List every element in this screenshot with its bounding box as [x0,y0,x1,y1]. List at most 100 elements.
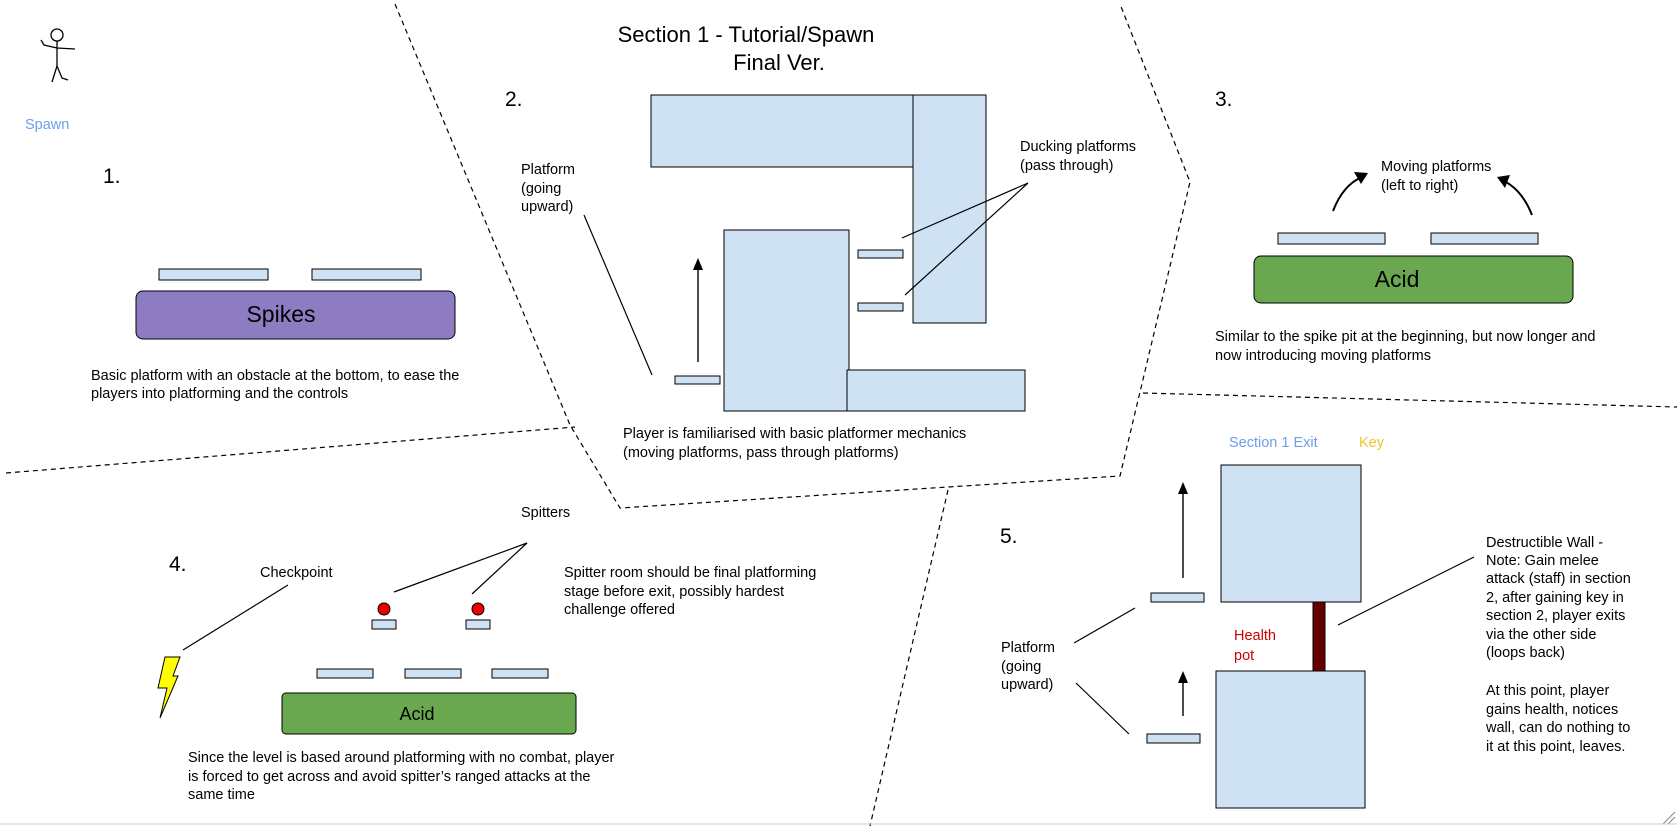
spitter-pointer [393,542,528,593]
acid-pit-section-4 [281,692,577,735]
lower-block [1215,670,1366,809]
wall-note: Destructible Wall - [1486,535,1603,551]
section-3-description: Similar to the spike pit at the beginnin… [1215,329,1595,345]
spawn-label: Spawn [25,117,69,133]
health-pot-label: Health [1234,628,1276,644]
wall-note: gains health, notices [1486,702,1618,718]
wall-note: Note: Gain melee [1486,553,1599,569]
moving-platforms-label: (left to right) [1381,178,1458,194]
section-2-block-floor [846,369,1026,412]
section-2-platform-label: Platform [521,162,575,178]
wall-pointer [1337,556,1475,626]
section-2-platform-label: (going [521,181,561,197]
ducking-platform [857,302,904,312]
section-2-platform-label: upward) [521,199,573,215]
section-1-description: Basic platform with an obstacle at the b… [91,368,459,384]
upward-arrowhead [1178,482,1188,494]
page-title: Section 1 - Tutorial/Spawn [618,22,875,47]
wall-note: it at this point, leaves. [1486,739,1625,755]
wall-note: (loops back) [1486,645,1565,661]
spitter-enemy [471,602,485,616]
section-4-description: is forced to get across and avoid spitte… [188,769,590,785]
ducking-pointer [904,182,1029,296]
wall-note: 2, after gaining key in [1486,590,1624,606]
spitter-pointer [471,542,528,595]
upward-platform [1146,733,1201,744]
lightning-bolt-icon [157,656,181,719]
upward-platform [674,375,721,385]
upward-platform [1150,592,1205,603]
section-2-block-pillar [912,94,987,324]
curved-arrowhead-left [1354,172,1368,184]
section-dividers [5,3,1677,826]
wall-note: via the other side [1486,627,1596,643]
section-3-number: 3. [1215,88,1233,111]
acid-label: Acid [1375,266,1420,292]
curved-arrowhead-right [1497,175,1510,188]
page-subtitle: Final Ver. [733,50,825,75]
section-5-platform-label: upward) [1001,677,1053,693]
ducking-platform [857,249,904,259]
section-2-description: (moving platforms, pass through platform… [623,445,899,461]
spikes-pit [135,290,456,340]
spitter-note: Spitter room should be final platforming [564,565,816,581]
section-3-description: now introducing moving platforms [1215,348,1431,364]
ducking-pointer [901,182,1029,239]
upward-arrowhead [1178,671,1188,683]
section-4-platform [316,668,374,679]
spitters-label: Spitters [521,505,570,521]
destructible-wall [1312,601,1326,672]
section-5-platform-label: Platform [1001,640,1055,656]
section-4-platform [491,668,549,679]
moving-platform [1430,232,1539,245]
platform-pointer [1075,682,1130,735]
section-4-number: 4. [169,553,187,576]
spitter-note: challenge offered [564,602,675,618]
checkpoint-label: Checkpoint [260,565,333,581]
resize-grip-icon[interactable] [1662,811,1676,825]
section-4-description: Since the level is based around platform… [188,750,615,766]
spitter-note: stage before exit, possibly hardest [564,584,784,600]
spitter-platform [465,619,491,630]
section-1-platform [311,268,422,281]
divider-top-left [394,3,1191,509]
wall-note: wall, can do nothing to [1485,720,1630,736]
ducking-platforms-label: Ducking platforms [1020,139,1136,155]
curved-arrow-right [1503,180,1533,216]
spitter-enemy [377,602,391,616]
divider-left-horizontal [5,426,576,474]
section-4-description: same time [188,787,255,803]
wall-note: At this point, player [1486,683,1609,699]
key-label: Key [1359,435,1385,451]
section-5-number: 5. [1000,525,1018,548]
wall-note: attack (staff) in section [1486,571,1631,587]
health-pot-label: pot [1234,648,1254,664]
divider-bottom [869,489,949,826]
section-2-block-middle [723,229,850,412]
ducking-platforms-label: (pass through) [1020,158,1114,174]
spitter-platform [371,619,397,630]
section-5-platform-label: (going [1001,659,1041,675]
upward-arrowhead [693,258,703,270]
acid-label-section-4: Acid [399,704,434,724]
section-4-platform [404,668,462,679]
spikes-label: Spikes [246,301,315,327]
section-1-description: players into platforming and the control… [91,386,348,402]
section-1-platform [158,268,269,281]
section-1-exit-label: Section 1 Exit [1229,435,1318,451]
moving-platforms-label: Moving platforms [1381,159,1491,175]
platform-pointer [583,214,653,376]
exit-block [1220,464,1362,603]
platform-pointer [1073,607,1136,644]
stick-figure-icon [40,28,76,83]
section-2-block-top [650,94,914,168]
wall-note: section 2, player exits [1486,608,1625,624]
section-2-number: 2. [505,88,523,111]
moving-platform [1277,232,1386,245]
checkpoint-pointer [182,584,289,651]
section-1-number: 1. [103,165,121,188]
curved-arrow-left [1332,176,1363,212]
section-2-description: Player is familiarised with basic platfo… [623,426,966,442]
divider-right-horizontal [1142,392,1677,408]
